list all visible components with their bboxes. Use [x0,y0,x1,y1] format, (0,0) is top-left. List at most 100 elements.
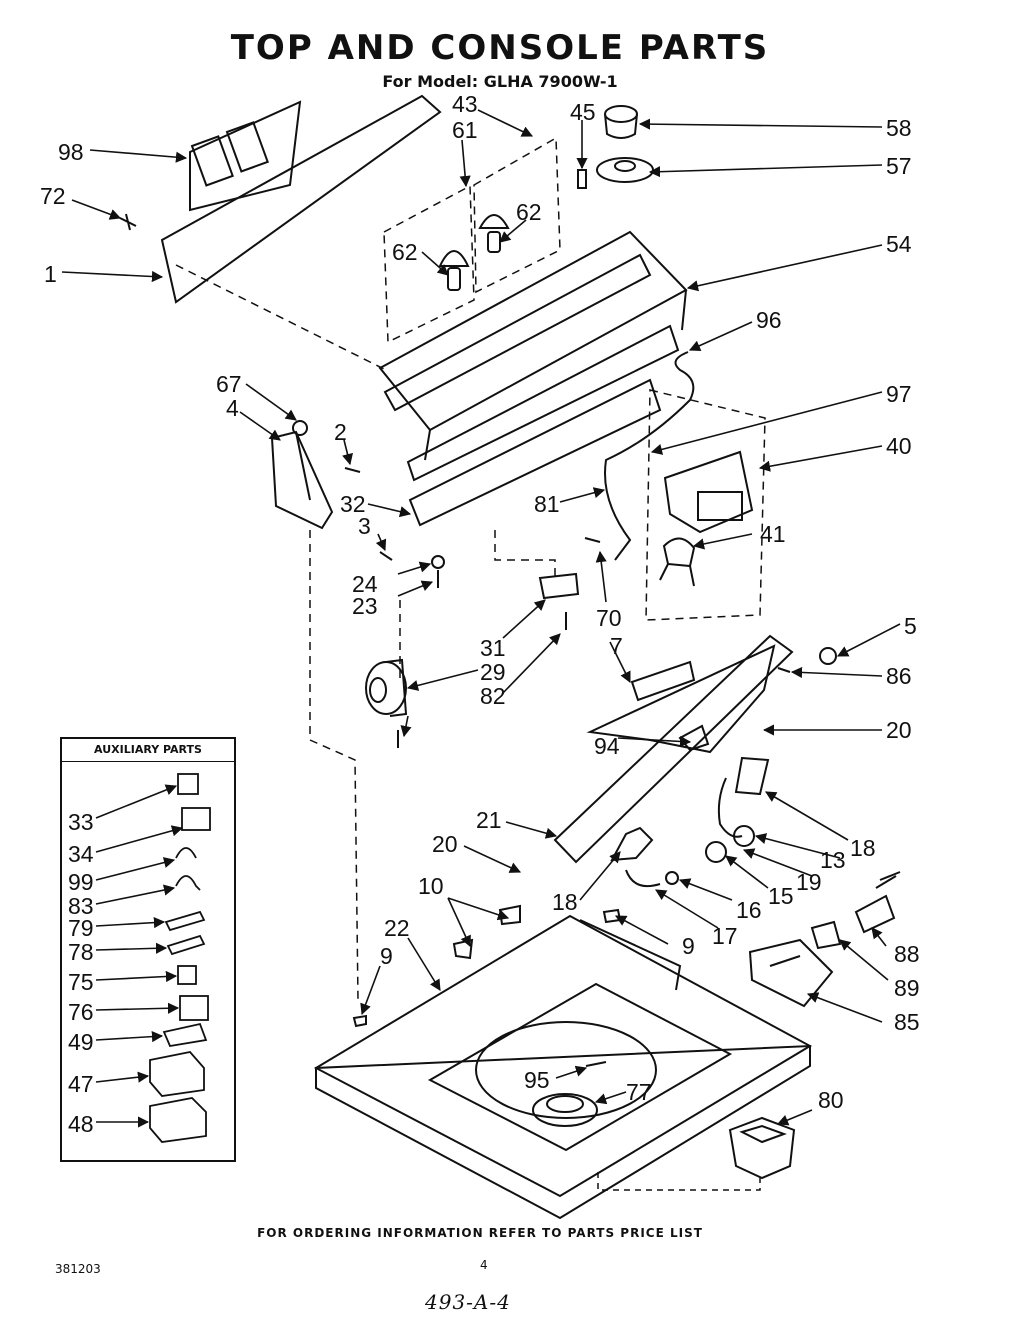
label-98: 98 [58,139,84,165]
aux-label-83: 83 [68,893,94,919]
label-45: 45 [570,99,596,125]
label-10: 10 [418,873,444,899]
label-81: 81 [534,491,560,517]
aux-label-79: 79 [68,915,94,941]
label-86: 86 [886,663,912,689]
aux-label-48: 48 [68,1111,94,1137]
label-18-left: 18 [552,889,578,915]
label-62-right: 62 [516,199,542,225]
part-knob-58 [604,105,638,139]
aux-part-76 [179,995,209,1021]
part-end-cap-4 [270,430,334,530]
label-23: 23 [352,593,378,619]
part-control-panel-back [160,94,442,304]
aux-part-33 [177,773,199,795]
label-72: 72 [40,183,66,209]
label-16: 16 [736,897,762,923]
page-title: TOP AND CONSOLE PARTS [230,28,770,68]
aux-part-34 [181,807,211,831]
label-94: 94 [594,733,620,759]
part-top-22 [313,914,813,1220]
label-97: 97 [886,381,912,407]
label-15: 15 [768,883,794,909]
aux-part-99 [175,847,197,859]
label-2: 2 [334,419,347,445]
part-dial-skirt-57 [596,157,654,183]
part-bracket-31 [538,572,580,630]
document-number: 381203 [55,1262,101,1276]
label-5: 5 [904,613,917,639]
aux-label-33: 33 [68,809,94,835]
label-4: 4 [226,395,239,421]
label-24: 24 [352,571,378,597]
label-95: 95 [524,1067,550,1093]
label-77: 77 [626,1079,652,1105]
label-1: 1 [44,261,57,287]
label-62-left: 62 [392,239,418,265]
label-22: 22 [384,915,410,941]
aux-label-76: 76 [68,999,94,1025]
part-timer-29 [365,658,408,717]
aux-label-34: 34 [68,841,94,867]
ordering-footer: FOR ORDERING INFORMATION REFER TO PARTS … [257,1226,703,1240]
label-18-right: 18 [850,835,876,861]
part-lid-7 [553,634,794,864]
label-57: 57 [886,153,912,179]
label-70: 70 [596,605,622,631]
label-88: 88 [894,941,920,967]
aux-label-99: 99 [68,869,94,895]
aux-part-49 [162,1022,208,1048]
auxiliary-parts-heading: AUXILIARY PARTS [62,739,234,762]
label-61: 61 [452,117,478,143]
label-29: 29 [480,659,506,685]
label-43: 43 [452,91,478,117]
label-13: 13 [820,847,846,873]
part-cup-77 [532,1093,598,1127]
model-subtitle: For Model: GLHA 7900W-1 [382,72,618,91]
label-40: 40 [886,433,912,459]
aux-label-75: 75 [68,969,94,995]
label-80: 80 [818,1087,844,1113]
label-54: 54 [886,231,912,257]
aux-part-78 [166,934,206,956]
aux-part-83 [175,875,201,891]
label-58: 58 [886,115,912,141]
label-3: 3 [358,513,371,539]
part-console-54 [378,230,688,527]
part-screw-72 [119,213,137,231]
aux-label-47: 47 [68,1071,94,1097]
label-41: 41 [760,521,786,547]
part-switch-41 [659,537,696,587]
aux-part-75 [177,965,197,985]
label-21: 21 [476,807,502,833]
part-knob-61 [438,214,510,291]
aux-part-79 [164,910,206,932]
page-number: 4 [480,1258,488,1272]
aux-label-78: 78 [68,939,94,965]
label-67: 67 [216,371,242,397]
label-20-right: 20 [886,717,912,743]
label-89: 89 [894,975,920,1001]
aux-part-47 [149,1051,205,1097]
label-31: 31 [480,635,506,661]
label-96: 96 [756,307,782,333]
handwritten-note: 493-A-4 [425,1290,511,1314]
label-7: 7 [610,633,623,659]
label-19: 19 [796,869,822,895]
label-9-right: 9 [682,933,695,959]
part-screw-45 [577,169,587,189]
label-20-left: 20 [432,831,458,857]
part-housing-85 [748,938,834,1008]
aux-part-48 [149,1097,207,1143]
label-82: 82 [480,683,506,709]
auxiliary-parts-box: AUXILIARY PARTS [60,737,236,1162]
label-85: 85 [894,1009,920,1035]
part-switch-40 [663,450,754,534]
part-screw-67 [292,420,308,436]
label-32: 32 [340,491,366,517]
aux-label-49: 49 [68,1029,94,1055]
label-9-left: 9 [380,943,393,969]
label-17: 17 [712,923,738,949]
part-cap-80 [728,1116,796,1180]
